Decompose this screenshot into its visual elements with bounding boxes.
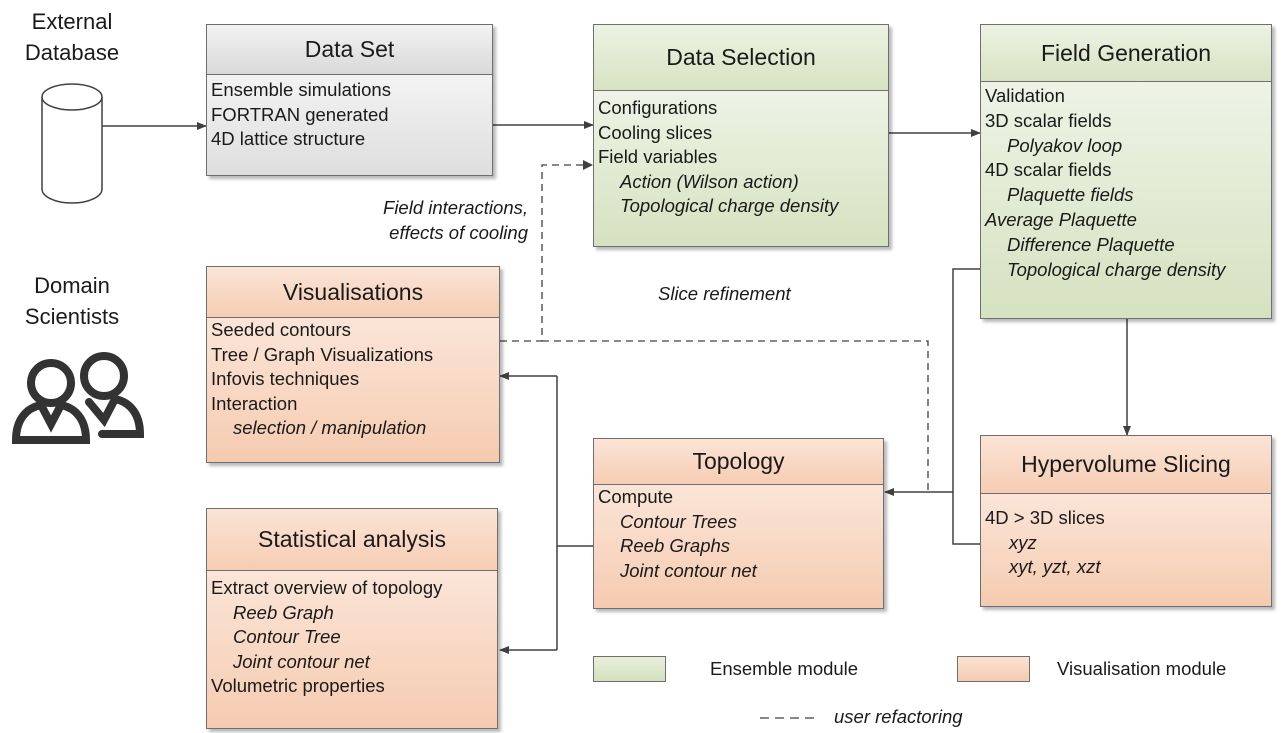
dashed-visualisations-to-selection [500,164,585,342]
data-set-title: Data Set [207,25,492,75]
list-item: Cooling slices [598,121,713,143]
field-generation-items: Validation 3D scalar fields Polyakov loo… [981,82,1271,318]
list-item: Validation [985,85,1065,106]
arrow-topology-to-analysis-trunk [556,376,593,547]
data-selection-title: Data Selection [594,25,888,91]
external-database-label: External Database [24,9,120,65]
list-item: Tree / Graph Visualizations [211,343,434,365]
list-item: 4D scalar fields [985,159,1112,181]
data-selection-box: Data Selection Configurations Cooling sl… [593,24,889,247]
data-set-items: Ensemble simulations FORTRAN generated 4… [207,75,492,175]
topology-title: Topology [594,439,883,485]
visualisations-box: Visualisations Seeded contours Tree / Gr… [206,266,500,463]
list-item: Infovis techniques [211,368,360,389]
list-item: Contour Trees [620,510,737,532]
topology-box: Topology Compute Contour Trees Reeb Grap… [593,438,884,609]
legend-ensemble-label: Ensemble module [710,658,859,679]
hypervolume-slicing-box: Hypervolume Slicing 4D > 3D slices xyz x… [980,435,1272,607]
list-item: Contour Tree [233,626,341,647]
list-item: Field variables [598,146,718,167]
data-selection-items: Configurations Cooling slices Field vari… [594,91,888,246]
visualisations-title: Visualisations [207,267,499,318]
topology-items: Compute Contour Trees Reeb Graphs Joint … [594,485,883,608]
list-item: Joint contour net [233,650,370,672]
list-item: Configurations [598,97,718,118]
list-item: Ensemble simulations [211,79,391,100]
list-item: FORTRAN generated [211,103,389,125]
statistical-analysis-title: Statistical analysis [207,509,497,571]
users-icon [11,352,145,444]
list-item: xyz [1009,531,1037,553]
list-item: Action (Wilson action) [620,170,799,192]
list-item: Interaction [211,392,298,414]
list-item: Topological charge density [1007,258,1226,280]
list-item: Reeb Graphs [620,535,731,556]
legend-visualisation-swatch [957,656,1030,682]
statistical-analysis-box: Statistical analysis Extract overview of… [206,508,498,729]
field-generation-box: Field Generation Validation 3D scalar fi… [980,24,1272,319]
statistical-analysis-items: Extract overview of topology Reeb Graph … [207,571,497,728]
data-set-box: Data Set Ensemble simulations FORTRAN ge… [206,24,493,176]
field-generation-title: Field Generation [981,25,1271,82]
list-item: Average Plaquette [985,208,1137,230]
list-item: 4D > 3D slices [985,507,1105,528]
list-item: Topological charge density [620,195,839,216]
list-item: selection / manipulation [233,417,427,438]
list-item: Reeb Graph [233,601,334,623]
domain-scientists-label: Domain Scientists [24,273,120,329]
list-item: Polyakov loop [1007,134,1123,156]
arrow-slicing-to-topology [952,268,980,545]
list-item: Plaquette fields [1007,184,1134,206]
list-item: Joint contour net [620,559,757,581]
field-interactions-annotation: Field interactions, effects of cooling [383,197,528,243]
list-item: 4D lattice structure [211,128,366,149]
list-item: Extract overview of topology [211,577,443,598]
list-item: 3D scalar fields [985,109,1112,131]
legend-user-refactoring-label: user refactoring [834,706,963,727]
slice-refinement-annotation: Slice refinement [658,283,791,304]
list-item: Volumetric properties [211,675,385,696]
database-icon [41,83,103,204]
legend-visualisation-label: Visualisation module [1057,658,1227,679]
list-item: Compute [598,486,674,507]
list-item: xyt, yzt, xzt [1009,556,1101,577]
list-item: Difference Plaquette [1007,233,1175,255]
hypervolume-slicing-items: 4D > 3D slices xyz xyt, yzt, xzt [981,494,1271,606]
dashed-refactoring-to-topology [542,340,929,492]
visualisations-items: Seeded contours Tree / Graph Visualizati… [207,318,499,462]
hypervolume-slicing-title: Hypervolume Slicing [981,436,1271,494]
list-item: Seeded contours [211,319,351,340]
legend-ensemble-swatch [593,656,666,682]
